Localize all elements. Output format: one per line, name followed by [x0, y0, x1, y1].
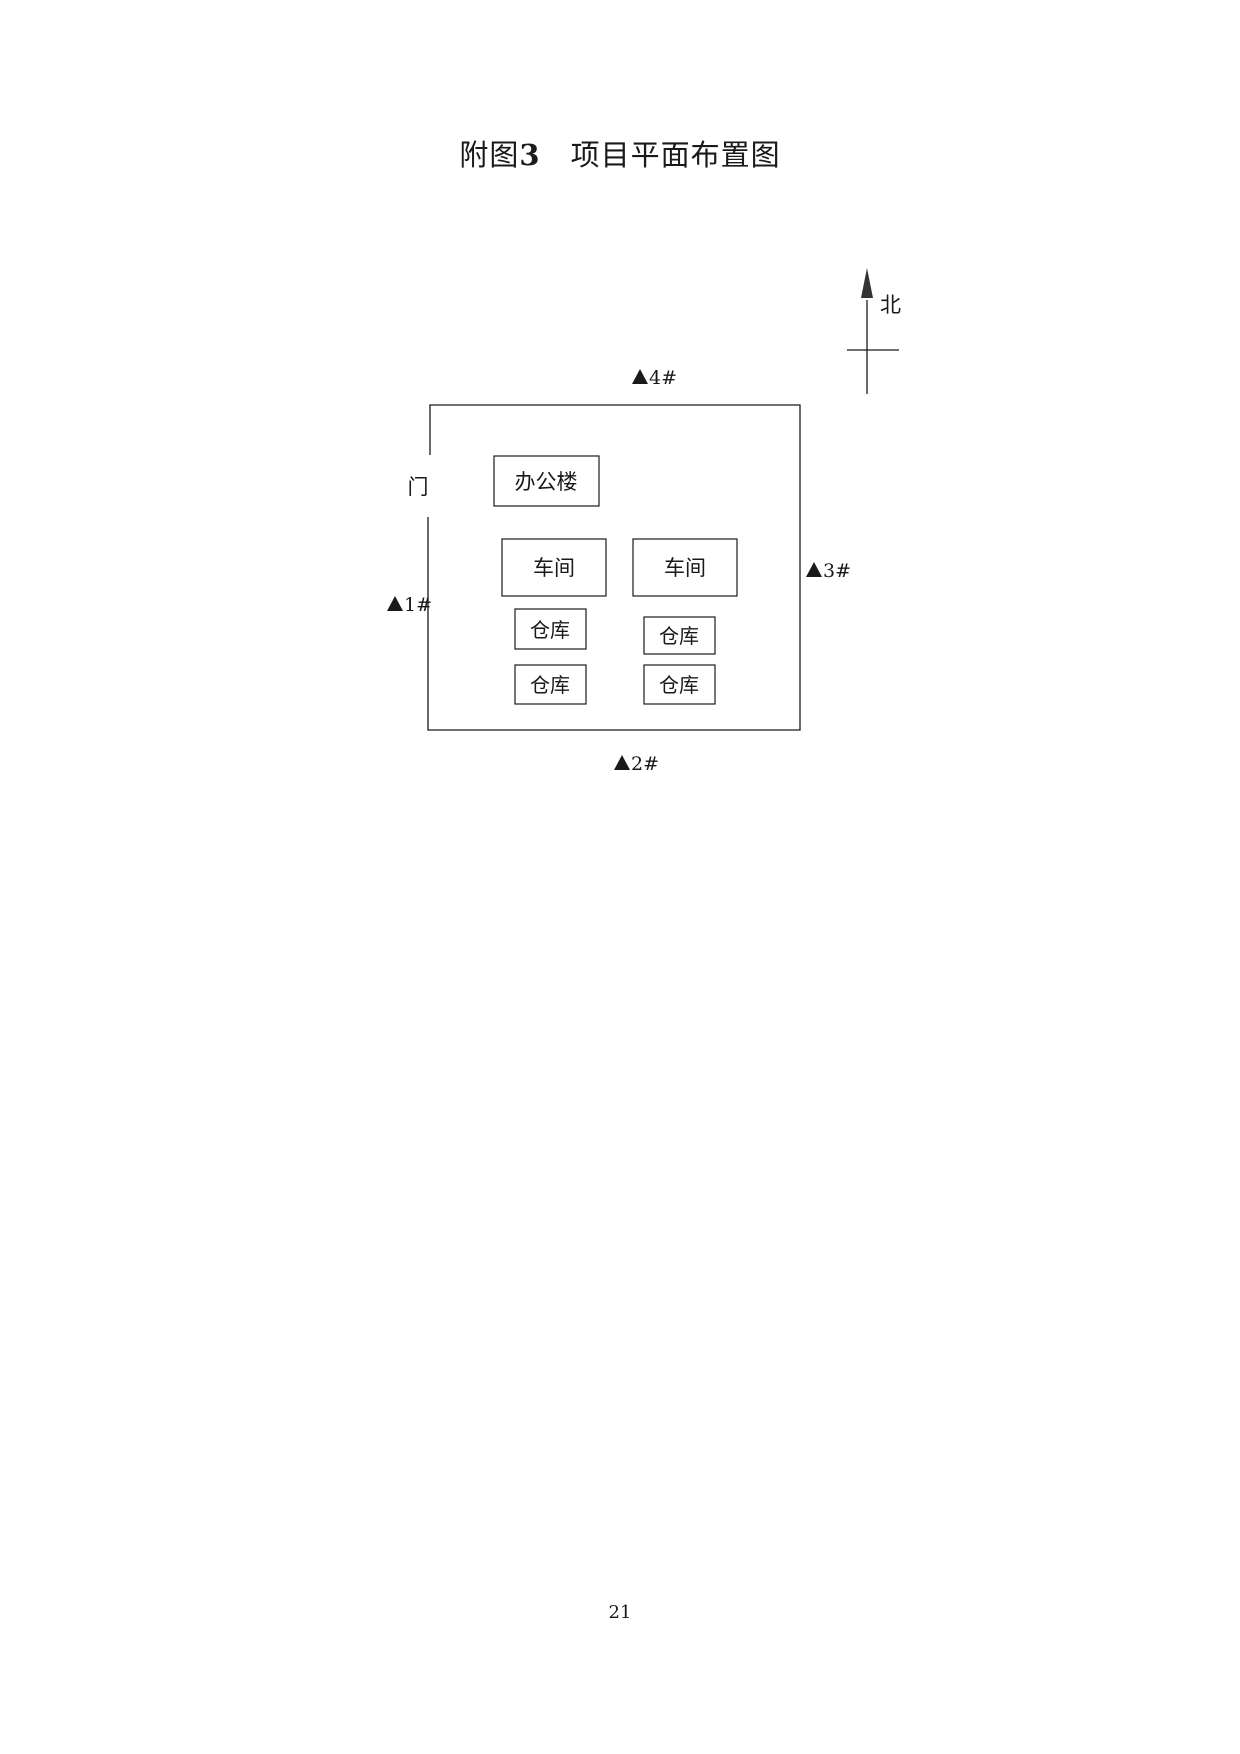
- warehouse-left-bottom-label: 仓库: [530, 673, 570, 697]
- office-building-outline: [493, 455, 600, 507]
- workshop-left-outline: [501, 538, 607, 597]
- page-number: 21: [608, 1602, 632, 1623]
- workshop-left-label: 车间: [533, 556, 575, 580]
- north-label: 北: [880, 293, 901, 317]
- site-boundary: [427, 404, 801, 731]
- figure-number: 3: [519, 138, 541, 172]
- warehouse-right-top-label: 仓库: [659, 624, 699, 648]
- warehouse-left-bottom-outline: [514, 664, 587, 705]
- office-building-label: 办公楼: [515, 470, 578, 494]
- figure-title-text: 项目平面布置图: [570, 138, 781, 172]
- workshop-right: 车间: [632, 538, 738, 597]
- warehouse-right-top-outline: [643, 616, 716, 655]
- warehouse-left-top: 仓库: [514, 608, 587, 650]
- boundary-wall: [427, 404, 801, 731]
- warehouse-right-bottom-outline: [643, 664, 716, 705]
- monitoring-point-2: 2#: [614, 753, 659, 775]
- monitoring-point-3: 3#: [806, 560, 851, 582]
- monitoring-point-4-label: 4#: [649, 367, 677, 389]
- monitoring-point-1-label: 1#: [404, 594, 432, 616]
- monitoring-point-4: 4#: [632, 367, 677, 389]
- warehouse-right-bottom: 仓库: [643, 664, 716, 705]
- warehouse-left-bottom: 仓库: [514, 664, 587, 705]
- warehouse-left-top-outline: [514, 608, 587, 650]
- gate-label: 门: [408, 475, 429, 499]
- workshop-right-label: 车间: [664, 556, 706, 580]
- triangle-marker-icon: [806, 562, 822, 577]
- workshop-right-outline: [632, 538, 738, 597]
- warehouse-right-top: 仓库: [643, 616, 716, 655]
- triangle-marker-icon: [632, 369, 648, 384]
- triangle-marker-icon: [387, 596, 403, 611]
- warehouse-left-top-label: 仓库: [530, 618, 570, 642]
- monitoring-point-3-label: 3#: [823, 560, 851, 582]
- monitoring-point-1: 1#: [387, 594, 432, 616]
- triangle-marker-icon: [614, 755, 630, 770]
- office-building: 办公楼: [493, 455, 600, 507]
- warehouse-right-bottom-label: 仓库: [659, 673, 699, 697]
- north-arrow-head-icon: [861, 268, 873, 298]
- workshop-left: 车间: [501, 538, 607, 597]
- north-arrow: 北: [847, 268, 901, 394]
- monitoring-point-2-label: 2#: [631, 753, 659, 775]
- figure-label: 附图: [459, 138, 520, 172]
- page-title: 附图3 项目平面布置图: [0, 132, 1240, 174]
